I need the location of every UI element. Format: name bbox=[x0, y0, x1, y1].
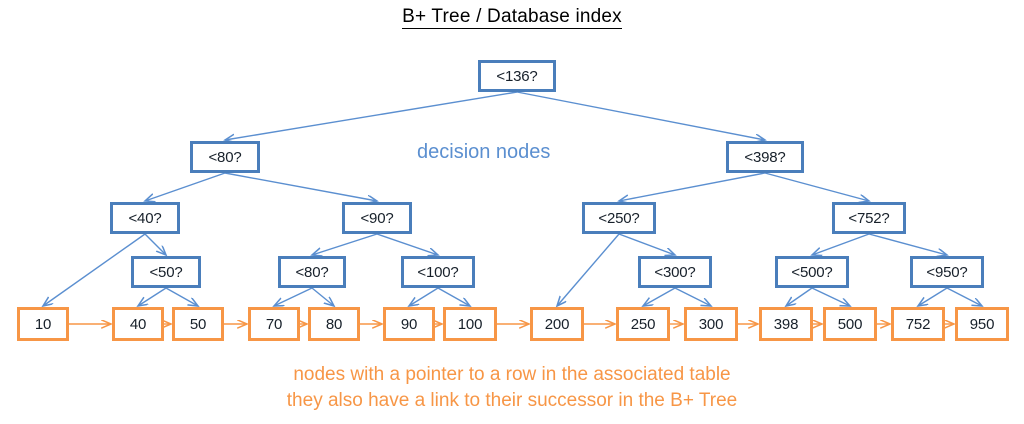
decision-node-d136[interactable]: <136? bbox=[478, 60, 556, 92]
tree-edge-d398-to-d752 bbox=[764, 172, 869, 201]
leaf-node-l70[interactable]: 70 bbox=[248, 307, 300, 341]
tree-edge-d752-to-d500 bbox=[812, 233, 870, 255]
leaf-node-l100[interactable]: 100 bbox=[443, 307, 497, 341]
leaf-node-label: 10 bbox=[34, 315, 52, 333]
tree-edge-d950-to-l950 bbox=[946, 287, 982, 306]
decision-node-d50[interactable]: <50? bbox=[131, 256, 201, 288]
leaf-node-label: 50 bbox=[189, 315, 207, 333]
tree-edge-d90-to-d100 bbox=[376, 233, 438, 255]
decision-node-label: <752? bbox=[848, 209, 890, 227]
tree-edge-d300-to-l300 bbox=[674, 287, 711, 306]
decision-node-d250[interactable]: <250? bbox=[582, 202, 656, 234]
decision-node-label: <398? bbox=[744, 148, 786, 166]
tree-edge-d40-to-l10 bbox=[43, 233, 146, 306]
leaf-node-l50[interactable]: 50 bbox=[172, 307, 224, 341]
decision-node-label: <50? bbox=[149, 263, 183, 281]
leaf-node-label: 90 bbox=[400, 315, 418, 333]
decision-node-d500[interactable]: <500? bbox=[775, 256, 849, 288]
leaf-node-l752[interactable]: 752 bbox=[891, 307, 945, 341]
tree-edge-d500-to-l500 bbox=[811, 287, 850, 306]
tree-edge-d500-to-l398 bbox=[786, 287, 813, 306]
decision-node-d950[interactable]: <950? bbox=[910, 256, 984, 288]
leaf-node-label: 300 bbox=[698, 315, 724, 333]
decision-node-d90[interactable]: <90? bbox=[342, 202, 412, 234]
leaf-node-l80[interactable]: 80 bbox=[308, 307, 360, 341]
leaf-node-label: 752 bbox=[905, 315, 931, 333]
tree-edge-d950-to-l752 bbox=[918, 287, 948, 306]
leaf-node-label: 250 bbox=[630, 315, 656, 333]
page-title-text: B+ Tree / Database index bbox=[402, 6, 622, 29]
tree-edge-d250-to-d300 bbox=[618, 233, 675, 255]
leaf-node-label: 80 bbox=[325, 315, 343, 333]
decision-node-label: <40? bbox=[128, 209, 162, 227]
tree-edge-d300-to-l250 bbox=[643, 287, 676, 306]
tree-edge-d80b-to-l70 bbox=[274, 287, 313, 306]
leaf-node-label: 200 bbox=[544, 315, 570, 333]
tree-edge-d80-to-d90 bbox=[224, 172, 377, 201]
tree-edge-d40-to-d50 bbox=[144, 233, 166, 255]
leaf-node-l10[interactable]: 10 bbox=[17, 307, 69, 341]
leaf-node-l200[interactable]: 200 bbox=[530, 307, 584, 341]
leaf-node-l250[interactable]: 250 bbox=[616, 307, 670, 341]
decision-node-label: <300? bbox=[654, 263, 696, 281]
decision-node-label: <90? bbox=[360, 209, 394, 227]
leaf-node-l40[interactable]: 40 bbox=[112, 307, 164, 341]
tree-edge-d752-to-d950 bbox=[868, 233, 947, 255]
leaf-node-label: 70 bbox=[265, 315, 283, 333]
decision-node-d40[interactable]: <40? bbox=[110, 202, 180, 234]
tree-edge-d50-to-l40 bbox=[138, 287, 167, 306]
decision-node-label: <80? bbox=[295, 263, 329, 281]
leaf-node-l950[interactable]: 950 bbox=[955, 307, 1009, 341]
leaf-caption-line-1: nodes with a pointer to a row in the ass… bbox=[293, 364, 731, 385]
decision-node-label: <100? bbox=[417, 263, 459, 281]
decision-node-d100[interactable]: <100? bbox=[401, 256, 475, 288]
decision-node-d300[interactable]: <300? bbox=[638, 256, 712, 288]
decision-node-label: <250? bbox=[598, 209, 640, 227]
decision-node-label: <500? bbox=[791, 263, 833, 281]
leaf-node-label: 500 bbox=[837, 315, 863, 333]
tree-edge-d136-to-d398 bbox=[516, 91, 765, 140]
leaf-node-label: 40 bbox=[129, 315, 147, 333]
leaf-node-label: 950 bbox=[969, 315, 995, 333]
tree-edge-d80b-to-l80 bbox=[311, 287, 334, 306]
leaf-caption-line-2: they also have a link to their successor… bbox=[286, 390, 738, 411]
leaf-node-l300[interactable]: 300 bbox=[684, 307, 738, 341]
tree-edge-d100-to-l100 bbox=[437, 287, 470, 306]
leaf-node-label: 100 bbox=[457, 315, 483, 333]
decision-node-label: <80? bbox=[208, 148, 242, 166]
leaf-node-l90[interactable]: 90 bbox=[383, 307, 435, 341]
decision-node-d80[interactable]: <80? bbox=[190, 141, 260, 173]
decision-node-d80b[interactable]: <80? bbox=[278, 256, 346, 288]
page-title: B+ Tree / Database index bbox=[0, 6, 1024, 29]
tree-edge-d398-to-d250 bbox=[619, 172, 766, 201]
decision-node-d398[interactable]: <398? bbox=[726, 141, 804, 173]
leaf-node-l500[interactable]: 500 bbox=[823, 307, 877, 341]
tree-edge-d50-to-l50 bbox=[165, 287, 198, 306]
leaf-node-label: 398 bbox=[773, 315, 799, 333]
decision-node-d752[interactable]: <752? bbox=[832, 202, 906, 234]
decision-node-label: <136? bbox=[496, 67, 538, 85]
tree-edge-d80-to-d40 bbox=[145, 172, 226, 201]
tree-edge-d136-to-d80 bbox=[225, 91, 518, 140]
leaf-node-l398[interactable]: 398 bbox=[759, 307, 813, 341]
tree-edge-d100-to-l90 bbox=[409, 287, 439, 306]
tree-edge-d90-to-d80b bbox=[312, 233, 378, 255]
decision-nodes-label: decision nodes bbox=[417, 141, 551, 163]
tree-edge-d250-to-l200 bbox=[557, 233, 620, 306]
decision-node-label: <950? bbox=[926, 263, 968, 281]
